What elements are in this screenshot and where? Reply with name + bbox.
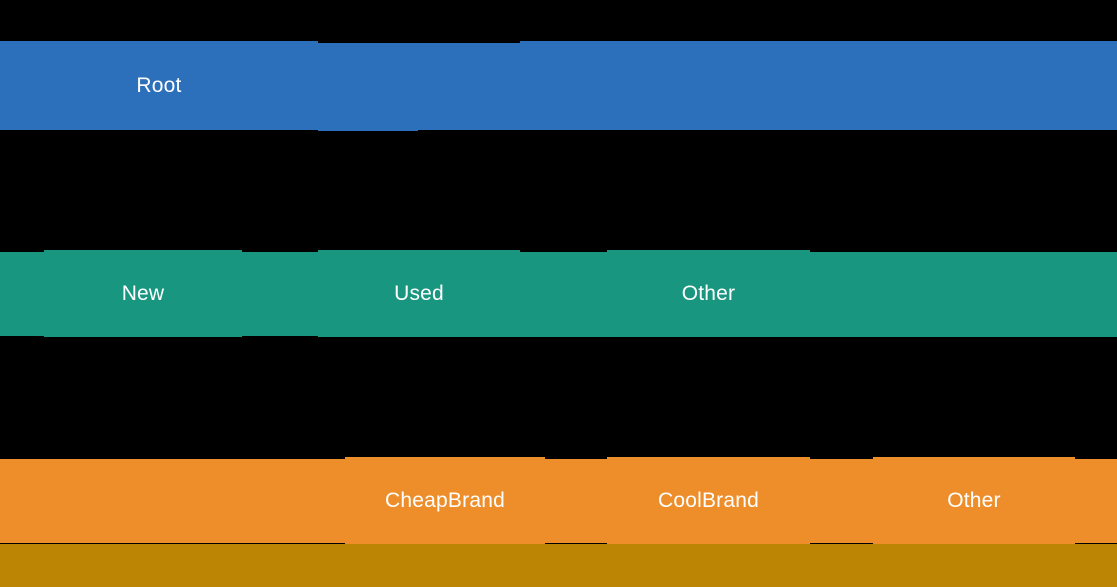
icicle-node-condition-0[interactable] [0,252,44,336]
icicle-node-root-3[interactable] [520,41,1117,130]
icicle-node-new[interactable]: New [44,250,242,337]
icicle-node-brand-6[interactable] [1075,459,1117,543]
icicle-node-condition-4[interactable] [520,252,607,337]
icicle-node-other[interactable]: Other [873,457,1075,544]
icicle-node-condition-2[interactable] [242,252,318,336]
icicle-node-other[interactable]: Other [607,250,810,337]
icicle-node-root[interactable]: Root [0,41,318,130]
icicle-node-condition-6[interactable] [810,252,1117,337]
icicle-node-label: New [121,282,165,305]
icicle-node-brand-2[interactable] [545,459,607,543]
icicle-node-label: CoolBrand [657,489,760,512]
icicle-node-label: Other [947,489,1001,512]
icicle-node-brand-4[interactable] [810,459,873,543]
icicle-node-leaf-0[interactable] [0,544,1117,587]
icicle-node-coolbrand[interactable]: CoolBrand [607,457,810,544]
icicle-node-cheapbrand[interactable]: CheapBrand [345,457,545,544]
icicle-node-label: Used [394,282,444,305]
icicle-node-used[interactable]: Used [318,250,520,337]
icicle-node-root-2[interactable] [418,43,520,130]
icicle-node-root-1[interactable] [318,43,418,131]
icicle-node-label: Root [136,74,182,97]
icicle-node-label: CheapBrand [385,489,505,512]
icicle-node-brand-0[interactable] [0,459,345,543]
icicle-node-label: Other [681,282,736,305]
